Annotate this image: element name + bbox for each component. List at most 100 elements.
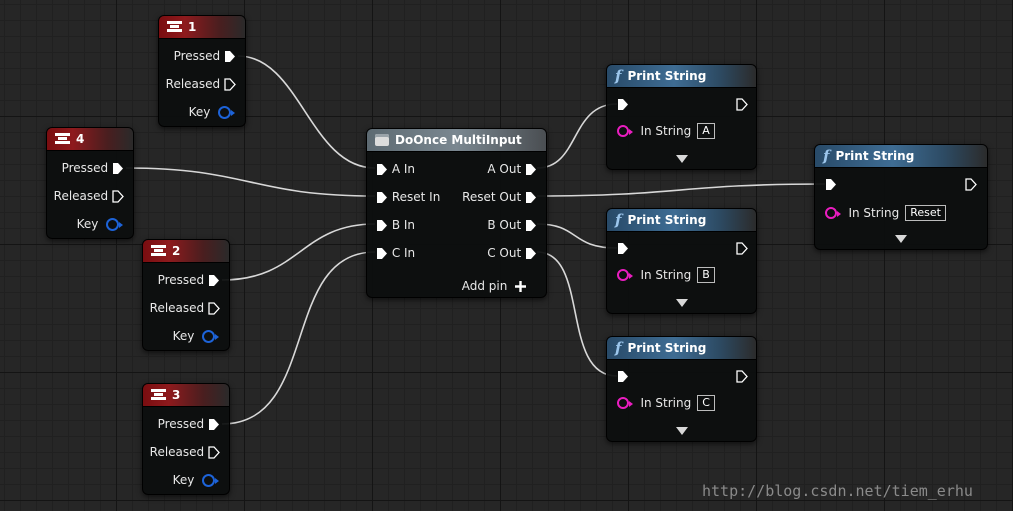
pressed-pin[interactable]: Pressed bbox=[158, 273, 220, 287]
key-event-node-2[interactable]: 2 Pressed Released Key bbox=[142, 239, 230, 351]
key-event-node-1[interactable]: 1 Pressed Released Key bbox=[158, 15, 246, 127]
pin-label: In String bbox=[848, 206, 900, 220]
exec-out-pin-icon[interactable] bbox=[736, 370, 748, 383]
released-pin[interactable]: Released bbox=[54, 189, 124, 203]
exec-out-pin-icon[interactable] bbox=[965, 178, 977, 191]
keyboard-icon bbox=[167, 21, 182, 33]
node-title: 2 bbox=[172, 244, 181, 258]
released-pin[interactable]: Released bbox=[150, 301, 220, 315]
exec-pin-icon[interactable] bbox=[525, 247, 537, 260]
pressed-pin[interactable]: Pressed bbox=[174, 49, 236, 63]
wire-a-out-to-print-a[interactable] bbox=[536, 103, 618, 169]
key-event-node-3[interactable]: 3 Pressed Released Key bbox=[142, 383, 230, 495]
reset-in-pin[interactable]: Reset In bbox=[376, 190, 440, 204]
a-in-pin[interactable]: A In bbox=[376, 162, 415, 176]
exec-out-pin-icon[interactable] bbox=[736, 242, 748, 255]
function-icon: f bbox=[615, 211, 622, 229]
exec-pin-icon[interactable] bbox=[208, 445, 220, 459]
doonce-multiinput-node[interactable]: DoOnce MultiInput A In Reset In B In C I… bbox=[366, 128, 547, 298]
exec-pin-icon[interactable] bbox=[376, 247, 388, 260]
node-header: DoOnce MultiInput bbox=[367, 129, 546, 152]
exec-pin-icon[interactable] bbox=[224, 77, 236, 91]
exec-out-pin-icon[interactable] bbox=[736, 98, 748, 111]
exec-in-pin-icon[interactable] bbox=[617, 242, 629, 255]
keyboard-icon bbox=[55, 133, 70, 145]
wire-c-out-to-print-c[interactable] bbox=[536, 251, 618, 377]
wire-reset-out-to-print-reset[interactable] bbox=[536, 183, 826, 197]
plus-icon[interactable] bbox=[515, 280, 526, 292]
wire-key4-to-reset-in[interactable] bbox=[125, 167, 376, 197]
released-pin[interactable]: Released bbox=[150, 445, 220, 459]
b-out-pin[interactable]: B Out bbox=[487, 218, 537, 232]
exec-in-pin-icon[interactable] bbox=[617, 98, 629, 111]
exec-pin-icon[interactable] bbox=[525, 219, 537, 232]
exec-pin-icon[interactable] bbox=[376, 219, 388, 232]
wire-b-out-to-print-b[interactable] bbox=[536, 223, 618, 249]
exec-in-pin-icon[interactable] bbox=[825, 178, 837, 191]
key-struct-pin-icon[interactable] bbox=[218, 105, 235, 119]
released-pin[interactable]: Released bbox=[166, 77, 236, 91]
expand-arrow-icon[interactable] bbox=[676, 427, 688, 435]
pressed-pin[interactable]: Pressed bbox=[62, 161, 124, 175]
key-pin[interactable]: Key bbox=[172, 473, 219, 487]
pin-label: Released bbox=[149, 301, 205, 315]
node-header: 1 bbox=[159, 16, 245, 39]
node-title: 3 bbox=[172, 388, 181, 402]
pin-label: Reset Out bbox=[462, 190, 522, 204]
node-title: Print String bbox=[835, 149, 915, 163]
wire-key2-to-b-in[interactable] bbox=[221, 223, 376, 281]
exec-pin-icon[interactable] bbox=[208, 274, 220, 287]
string-pin-icon[interactable] bbox=[617, 397, 633, 409]
key-pin[interactable]: Key bbox=[76, 217, 123, 231]
expand-arrow-icon[interactable] bbox=[676, 299, 688, 307]
in-string-value-field[interactable]: B bbox=[697, 267, 715, 283]
pin-label: Key bbox=[172, 473, 195, 487]
pin-label: Pressed bbox=[157, 273, 205, 287]
exec-pin-icon[interactable] bbox=[376, 191, 388, 204]
key-struct-pin-icon[interactable] bbox=[202, 473, 219, 487]
wire-key3-to-c-in[interactable] bbox=[221, 251, 376, 425]
exec-pin-icon[interactable] bbox=[112, 189, 124, 203]
pressed-pin[interactable]: Pressed bbox=[158, 417, 220, 431]
exec-in-pin-icon[interactable] bbox=[617, 370, 629, 383]
key-pin[interactable]: Key bbox=[173, 329, 219, 343]
exec-pin-icon[interactable] bbox=[525, 191, 537, 204]
key-event-node-4[interactable]: 4 Pressed Released Key bbox=[46, 127, 134, 239]
exec-pin-icon[interactable] bbox=[208, 418, 220, 431]
expand-arrow-icon[interactable] bbox=[895, 235, 907, 243]
in-string-pin[interactable]: In String Reset bbox=[825, 205, 946, 221]
exec-pin-icon[interactable] bbox=[112, 162, 124, 175]
expand-arrow-icon[interactable] bbox=[676, 155, 688, 163]
string-pin-icon[interactable] bbox=[617, 269, 633, 281]
exec-pin-icon[interactable] bbox=[525, 163, 537, 176]
string-pin-icon[interactable] bbox=[617, 125, 633, 137]
reset-out-pin[interactable]: Reset Out bbox=[462, 190, 537, 204]
pin-label: Key bbox=[76, 217, 99, 231]
in-string-value-field[interactable]: A bbox=[697, 123, 715, 139]
wire-key1-to-a-in[interactable] bbox=[237, 55, 376, 169]
in-string-value-field[interactable]: Reset bbox=[905, 205, 946, 221]
key-struct-pin-icon[interactable] bbox=[106, 217, 123, 231]
pin-label: C In bbox=[391, 246, 416, 260]
exec-pin-icon[interactable] bbox=[376, 163, 388, 176]
key-pin[interactable]: Key bbox=[189, 105, 235, 119]
c-out-pin[interactable]: C Out bbox=[487, 246, 537, 260]
add-pin-button[interactable]: Add pin bbox=[462, 279, 526, 293]
a-out-pin[interactable]: A Out bbox=[487, 162, 537, 176]
key-struct-pin-icon[interactable] bbox=[202, 329, 219, 343]
in-string-value-field[interactable]: C bbox=[697, 395, 715, 411]
exec-pin-icon[interactable] bbox=[208, 301, 220, 315]
b-in-pin[interactable]: B In bbox=[376, 218, 415, 232]
string-pin-icon[interactable] bbox=[825, 207, 841, 219]
exec-pin-icon[interactable] bbox=[224, 50, 236, 63]
c-in-pin[interactable]: C In bbox=[376, 246, 415, 260]
node-title: 4 bbox=[76, 132, 85, 146]
